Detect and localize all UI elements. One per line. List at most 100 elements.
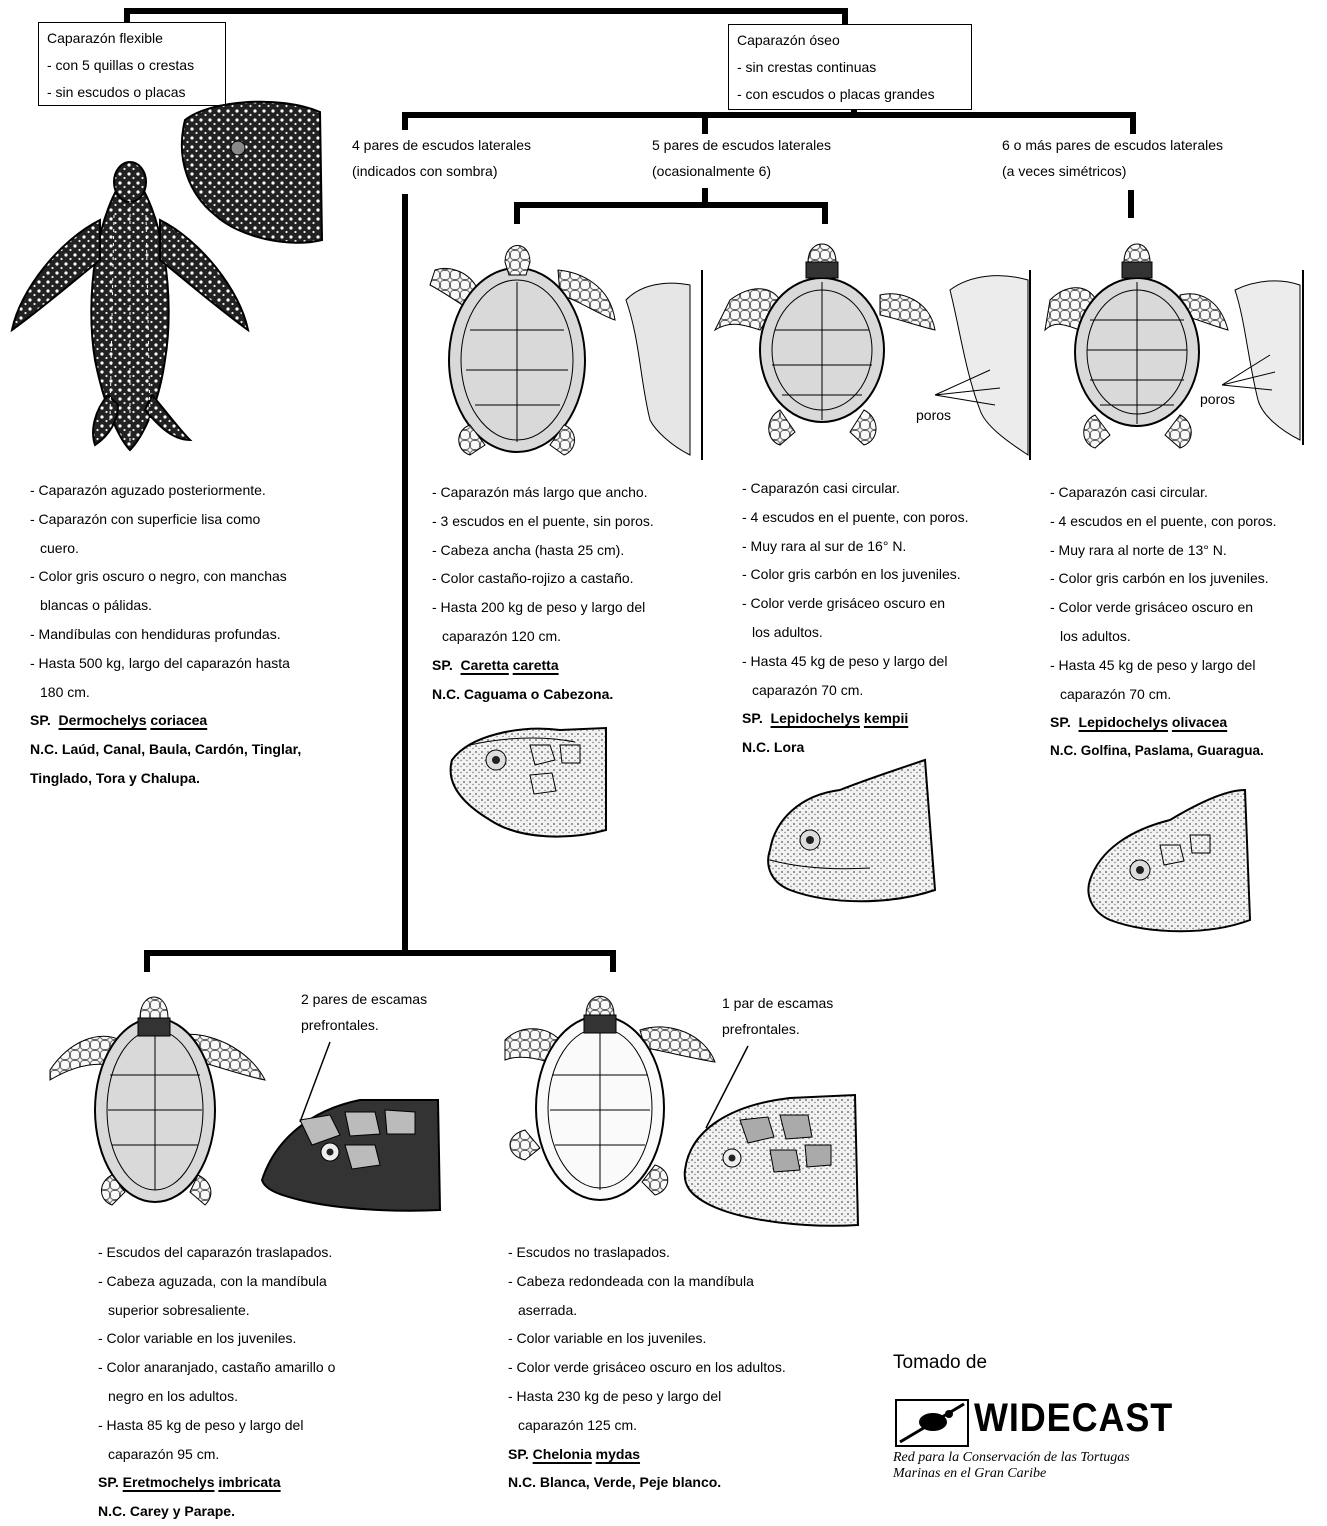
hawksbill-line-7: - Hasta 85 kg de peso y largo del bbox=[98, 1411, 428, 1440]
loggerhead-description: - Caparazón más largo que ancho. - 3 esc… bbox=[432, 478, 732, 708]
genus: Caretta bbox=[461, 657, 509, 673]
widecast-logo-mark bbox=[896, 1400, 968, 1446]
loggerhead-line-1: - Caparazón más largo que ancho. bbox=[432, 478, 732, 507]
epithet: imbricata bbox=[218, 1474, 280, 1490]
olive-head-illustration bbox=[1088, 790, 1250, 931]
olive-line-5: - Color verde grisáceo oscuro en bbox=[1050, 593, 1320, 622]
green-line-5: - Color verde grisáceo oscuro en los adu… bbox=[508, 1353, 838, 1382]
loggerhead-line-2: - 3 escudos en el puente, sin poros. bbox=[432, 507, 732, 536]
green-description: - Escudos no traslapados. - Cabeza redon… bbox=[508, 1238, 838, 1497]
kemps-common-names: N.C. Lora bbox=[742, 733, 1042, 762]
genus: Chelonia bbox=[533, 1446, 592, 1462]
widecast-brand: WIDECAST bbox=[974, 1396, 1173, 1441]
green-head-illustration bbox=[685, 1046, 858, 1226]
widecast-subtitle-line-1: Red para la Conservación de las Tortugas bbox=[893, 1450, 1130, 1466]
prefrontal-1-line-1: 1 par de escamas bbox=[722, 990, 833, 1016]
genus: Eretmochelys bbox=[123, 1474, 215, 1490]
green-line-7: caparazón 125 cm. bbox=[508, 1411, 838, 1440]
genus: Lepidochelys bbox=[1079, 714, 1168, 730]
sp-prefix: SP. bbox=[30, 712, 51, 728]
kemps-line-8: caparazón 70 cm. bbox=[742, 676, 1042, 705]
hawksbill-line-6: negro en los adultos. bbox=[98, 1382, 428, 1411]
kemps-line-6: los adultos. bbox=[742, 618, 1042, 647]
hawksbill-scientific-name: SP. Eretmochelys imbricata bbox=[98, 1468, 428, 1497]
kemps-line-7: - Hasta 45 kg de peso y largo del bbox=[742, 647, 1042, 676]
prefrontal-label-2-pairs: 2 pares de escamas prefrontales. bbox=[301, 986, 427, 1038]
kemps-scientific-name: SP. Lepidochelys kempii bbox=[742, 704, 1042, 733]
kemps-description: - Caparazón casi circular. - 4 escudos e… bbox=[742, 474, 1042, 762]
green-line-6: - Hasta 230 kg de peso y largo del bbox=[508, 1382, 838, 1411]
credit-tomado: Tomado de bbox=[893, 1352, 987, 1374]
leatherback-scientific-name: SP. Dermochelys coriacea bbox=[30, 706, 370, 735]
prefrontal-1-line-2: prefrontales. bbox=[722, 1016, 833, 1042]
hawksbill-line-3: superior sobresaliente. bbox=[98, 1296, 428, 1325]
hawksbill-description: - Escudos del caparazón traslapados. - C… bbox=[98, 1238, 428, 1526]
olive-line-2: - 4 escudos en el puente, con poros. bbox=[1050, 507, 1320, 536]
loggerhead-scientific-name: SP. Caretta caretta bbox=[432, 651, 732, 680]
kemps-line-2: - 4 escudos en el puente, con poros. bbox=[742, 503, 1042, 532]
prefrontal-2-line-2: prefrontales. bbox=[301, 1012, 427, 1038]
green-line-1: - Escudos no traslapados. bbox=[508, 1238, 838, 1267]
kemps-line-4: - Color gris carbón en los juveniles. bbox=[742, 560, 1042, 589]
loggerhead-line-3: - Cabeza ancha (hasta 25 cm). bbox=[432, 536, 732, 565]
kemps-head-illustration bbox=[768, 760, 935, 901]
hawksbill-line-1: - Escudos del caparazón traslapados. bbox=[98, 1238, 428, 1267]
leatherback-line-2: - Caparazón con superficie lisa como bbox=[30, 505, 370, 534]
epithet: caretta bbox=[513, 657, 559, 673]
olive-line-4: - Color gris carbón en los juveniles. bbox=[1050, 564, 1320, 593]
olive-turtle-illustration bbox=[1045, 244, 1303, 448]
leatherback-common-names-1: N.C. Laúd, Canal, Baula, Cardón, Tinglar… bbox=[30, 735, 370, 764]
green-common-names: N.C. Blanca, Verde, Peje blanco. bbox=[508, 1468, 838, 1497]
sp-prefix: SP. bbox=[742, 710, 763, 726]
olive-scientific-name: SP. Lepidochelys olivacea bbox=[1050, 708, 1320, 737]
sp-prefix: SP. bbox=[508, 1446, 529, 1462]
epithet: coriacea bbox=[150, 712, 207, 728]
leatherback-common-names-2: Tinglado, Tora y Chalupa. bbox=[30, 764, 370, 793]
green-scientific-name: SP. Chelonia mydas bbox=[508, 1440, 838, 1469]
leatherback-head-illustration bbox=[182, 102, 322, 243]
leatherback-line-4: - Color gris oscuro o negro, con manchas bbox=[30, 562, 370, 591]
genus: Dermochelys bbox=[59, 712, 147, 728]
kemps-line-5: - Color verde grisáceo oscuro en bbox=[742, 589, 1042, 618]
sp-prefix: SP. bbox=[98, 1474, 119, 1490]
loggerhead-common-names: N.C. Caguama o Cabezona. bbox=[432, 680, 732, 709]
olive-common-names: N.C. Golfina, Paslama, Guaragua. bbox=[1050, 737, 1320, 766]
epithet: kempii bbox=[864, 710, 908, 726]
green-line-3: aserrada. bbox=[508, 1296, 838, 1325]
hawksbill-line-4: - Color variable en los juveniles. bbox=[98, 1324, 428, 1353]
olive-line-3: - Muy rara al norte de 13° N. bbox=[1050, 536, 1320, 565]
sp-prefix: SP. bbox=[432, 657, 453, 673]
hawksbill-line-5: - Color anaranjado, castaño amarillo o bbox=[98, 1353, 428, 1382]
olive-line-7: - Hasta 45 kg de peso y largo del bbox=[1050, 651, 1320, 680]
leatherback-line-5: blancas o pálidas. bbox=[30, 591, 370, 620]
leatherback-line-3: cuero. bbox=[30, 534, 370, 563]
leatherback-line-8: 180 cm. bbox=[30, 678, 370, 707]
leatherback-line-7: - Hasta 500 kg, largo del caparazón hast… bbox=[30, 649, 370, 678]
widecast-subtitle: Red para la Conservación de las Tortugas… bbox=[893, 1450, 1130, 1482]
loggerhead-head-illustration bbox=[451, 728, 606, 837]
widecast-subtitle-line-2: Marinas en el Gran Caribe bbox=[893, 1466, 1130, 1482]
hawksbill-line-8: caparazón 95 cm. bbox=[98, 1440, 428, 1469]
hawksbill-line-2: - Cabeza aguzada, con la mandíbula bbox=[98, 1267, 428, 1296]
green-line-4: - Color variable en los juveniles. bbox=[508, 1324, 838, 1353]
hawksbill-head-illustration bbox=[262, 1042, 440, 1211]
loggerhead-line-5: - Hasta 200 kg de peso y largo del bbox=[432, 593, 732, 622]
loggerhead-line-6: caparazón 120 cm. bbox=[432, 622, 732, 651]
epithet: olivacea bbox=[1172, 714, 1227, 730]
hawksbill-common-names: N.C. Carey y Parape. bbox=[98, 1497, 428, 1526]
olive-line-8: caparazón 70 cm. bbox=[1050, 680, 1320, 709]
poros-label-kemps: poros bbox=[916, 402, 951, 428]
leatherback-description: - Caparazón aguzado posteriormente. - Ca… bbox=[30, 476, 370, 793]
green-turtle-illustration bbox=[505, 996, 715, 1200]
leatherback-line-6: - Mandíbulas con hendiduras profundas. bbox=[30, 620, 370, 649]
sp-prefix: SP. bbox=[1050, 714, 1071, 730]
hawksbill-turtle-illustration bbox=[50, 997, 265, 1205]
genus: Lepidochelys bbox=[771, 710, 860, 726]
olive-description: - Caparazón casi circular. - 4 escudos e… bbox=[1050, 478, 1320, 766]
green-line-2: - Cabeza redondeada con la mandíbula bbox=[508, 1267, 838, 1296]
kemps-line-3: - Muy rara al sur de 16° N. bbox=[742, 532, 1042, 561]
kemps-line-1: - Caparazón casi circular. bbox=[742, 474, 1042, 503]
olive-line-1: - Caparazón casi circular. bbox=[1050, 478, 1320, 507]
epithet: mydas bbox=[596, 1446, 640, 1462]
loggerhead-turtle-illustration bbox=[430, 246, 702, 461]
